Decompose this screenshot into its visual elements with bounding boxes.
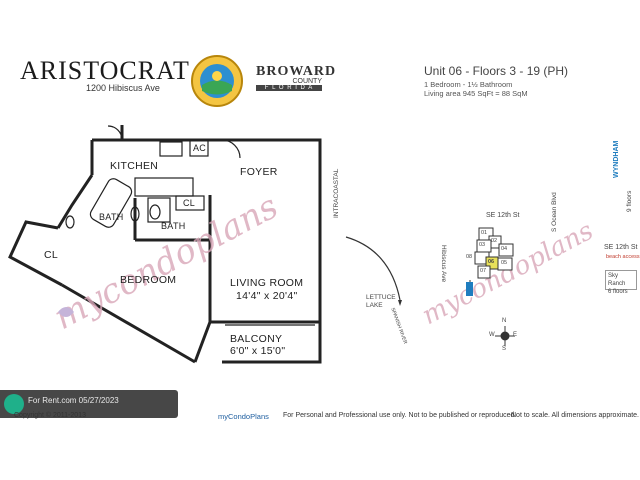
living-room-label: LIVING ROOM bbox=[230, 277, 304, 289]
balcony-dims: 6'0" x 15'0" bbox=[230, 345, 286, 357]
scale-note: Not to scale. All dimensions approximate… bbox=[511, 412, 640, 419]
bath-label-1: BATH bbox=[99, 212, 124, 222]
brand-name: myCondoPlans bbox=[218, 412, 269, 421]
unit-title: Unit 06 - Floors 3 - 19 (PH) bbox=[424, 64, 569, 78]
unit-04: 04 bbox=[501, 246, 508, 252]
street-se-12th: SE 12th St bbox=[486, 212, 520, 219]
unit-03: 03 bbox=[479, 242, 486, 248]
unit-06-highlight: 06 bbox=[488, 259, 495, 265]
street-se-12th-right: SE 12th St bbox=[604, 244, 638, 251]
beach-access-label: beach access bbox=[606, 254, 640, 260]
closet-label: CL bbox=[183, 198, 196, 208]
kitchen-label: KITCHEN bbox=[110, 160, 159, 172]
ac-label: AC bbox=[193, 143, 207, 153]
copyright-text: Copyright © 2011-2013 bbox=[14, 412, 86, 419]
living-room-dims: 14'4" x 20'4" bbox=[236, 290, 298, 302]
usage-notice: For Personal and Professional use only. … bbox=[283, 412, 517, 419]
watermark-left: mycondoplans bbox=[47, 187, 284, 338]
building-name: ARISTOCRAT bbox=[20, 56, 190, 85]
city-seal-logo bbox=[190, 54, 244, 108]
unit-07: 07 bbox=[480, 268, 487, 274]
lettuce-lake-label: LETTUCE LAKE bbox=[366, 294, 396, 309]
unit-rooms: 1 Bedroom - 1½ Bathroom bbox=[424, 80, 513, 89]
compass-south: S bbox=[502, 346, 507, 352]
broward-county-logo: BROWARD COUNTY F L O R I D A bbox=[256, 64, 337, 91]
forrent-logo-icon bbox=[4, 394, 24, 414]
closet-left-label: CL bbox=[44, 249, 59, 261]
wyndham-label: WYNDHAM bbox=[613, 140, 620, 178]
unit-02: 02 bbox=[491, 238, 498, 244]
foyer-label: FOYER bbox=[240, 166, 278, 178]
bedroom-label: BEDROOM bbox=[120, 274, 177, 286]
unit-area: Living area 945 SqFt = 88 SqM bbox=[424, 89, 528, 98]
balcony-label: BALCONY bbox=[230, 333, 283, 345]
ocean-blvd-label: S Ocean Blvd bbox=[551, 192, 558, 232]
sky-ranch-floors: 6 floors bbox=[608, 289, 628, 295]
building-address: 1200 Hibiscus Ave bbox=[86, 83, 160, 93]
unit-01: 01 bbox=[481, 230, 488, 236]
hibiscus-ave-label: Hibiscus Ave bbox=[440, 245, 447, 283]
listing-banner bbox=[0, 390, 178, 418]
sky-ranch-label: Sky Ranch bbox=[608, 273, 626, 287]
bath-label-2: BATH bbox=[161, 221, 186, 231]
unit-08: 08 bbox=[466, 254, 473, 260]
banner-text: For Rent.com 05/27/2023 bbox=[28, 396, 119, 405]
wyndham-floors: 9 floors bbox=[626, 190, 633, 212]
compass-west: W bbox=[489, 332, 495, 338]
sky-ranch-box: Sky Ranch 6 floors bbox=[605, 270, 637, 295]
compass-east: E bbox=[513, 332, 518, 338]
unit-05: 05 bbox=[501, 260, 508, 266]
intracoastal-label: INTRACOASTAL bbox=[333, 168, 340, 218]
compass-north: N bbox=[502, 318, 507, 324]
